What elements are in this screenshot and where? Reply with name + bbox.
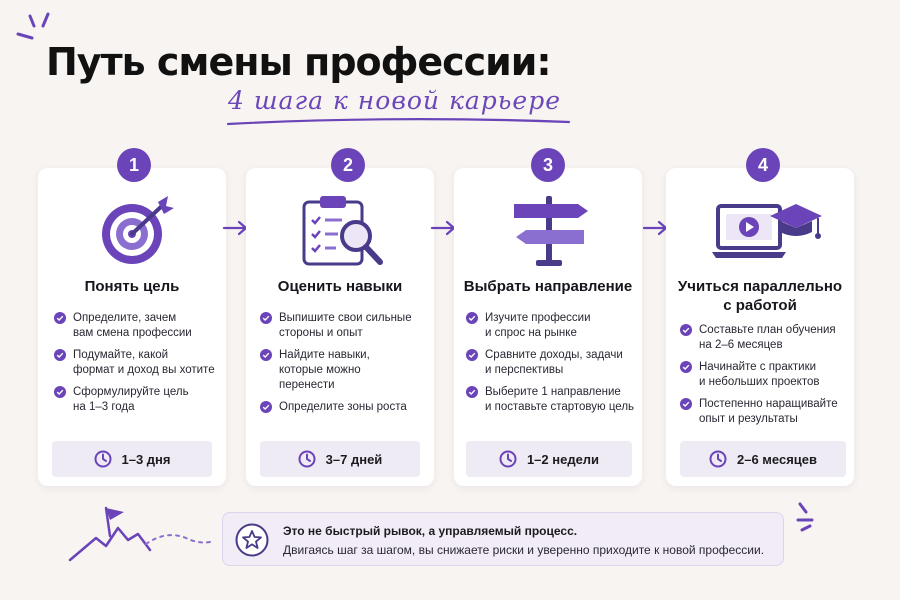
duration-badge: 1–2 недели: [466, 441, 632, 477]
duration-label: 3–7 дней: [325, 451, 383, 467]
checklist-item: Определите зоны роста: [260, 400, 430, 415]
step-title-line: Оценить навыки: [277, 278, 403, 295]
check-circle-icon: [466, 386, 478, 398]
clock-icon: [298, 450, 316, 468]
footer-headline: Это не быстрый рывок, а управляемый проц…: [283, 524, 578, 538]
duration-label: 1–2 недели: [526, 451, 600, 467]
check-circle-icon: [54, 349, 66, 361]
check-circle-icon: [54, 386, 66, 398]
check-circle-icon: [466, 349, 478, 361]
check-circle-icon: [466, 312, 478, 324]
check-circle-icon: [260, 312, 272, 324]
footer-text: Двигаясь шаг за шагом, вы снижаете риски…: [283, 543, 765, 557]
clock-icon: [94, 450, 111, 468]
check-circle-icon: [260, 401, 272, 413]
mountain-flag-icon: [68, 506, 211, 562]
clock-icon: [499, 450, 517, 468]
signpost-icon: [514, 196, 588, 266]
laptop-graduation-icon: [712, 204, 822, 258]
subtitle-underline: [226, 118, 571, 126]
duration-label: 2–6 месяцев: [736, 451, 817, 467]
duration-label: 1–3 дня: [121, 451, 171, 467]
duration-badge: 2–6 месяцев: [680, 441, 846, 477]
sparkle-lines-icon: [16, 12, 50, 40]
step-title-line: Выбрать направление: [463, 278, 633, 295]
sparkle-lines-icon: [796, 502, 814, 532]
step-title-line: с работой: [723, 297, 797, 314]
check-circle-icon: [680, 324, 692, 336]
duration-badge: 3–7 дней: [260, 441, 420, 477]
footer-note: Это не быстрый рывок, а управляемый проц…: [222, 512, 784, 566]
step-number-badge: 4: [746, 148, 780, 182]
page-title: Путь смены профессии:: [46, 40, 552, 84]
check-circle-icon: [680, 361, 692, 373]
star-icon: [235, 523, 269, 557]
step-title: Учиться параллельно с работой: [666, 277, 854, 315]
target-icon: [102, 196, 174, 264]
step-title: Понять цель: [38, 277, 226, 296]
step-title: Выбрать направление: [454, 277, 642, 296]
clock-icon: [709, 450, 727, 468]
step-title: Оценить навыки: [246, 277, 434, 296]
subtitle-block: 4 шага к новой карьере: [226, 86, 571, 126]
step-number-badge: 3: [531, 148, 565, 182]
step-number-badge: 1: [117, 148, 151, 182]
check-circle-icon: [680, 398, 692, 410]
clipboard-checklist-icon: [302, 196, 383, 266]
step-number-badge: 2: [331, 148, 365, 182]
step-title-line: Учиться параллельно: [677, 278, 843, 295]
page-subtitle: 4 шага к новой карьере: [228, 86, 562, 115]
step-title-line: Понять цель: [84, 278, 180, 295]
duration-badge: 1–3 дня: [52, 441, 212, 477]
check-circle-icon: [54, 312, 66, 324]
check-circle-icon: [260, 349, 272, 361]
